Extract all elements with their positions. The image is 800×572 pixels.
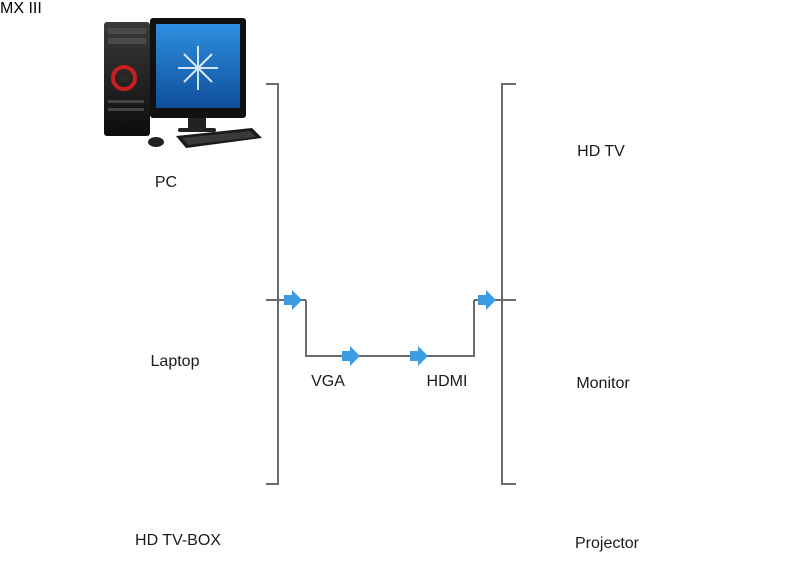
connector-label-hdmi: HDMI — [426, 373, 468, 390]
device-label-hdtv: HD TV — [577, 143, 625, 160]
tv-box-icon: MX III — [0, 0, 42, 17]
adapter-loop — [305, 300, 475, 357]
device-label-projector: Projector — [574, 535, 640, 552]
arrow-icon — [342, 346, 360, 366]
connector-label-vga: VGA — [311, 373, 345, 390]
device-label-pc: PC — [154, 174, 178, 191]
arrow-icon — [478, 290, 496, 310]
device-label-laptop: Laptop — [150, 353, 200, 370]
device-label-tv-box: HD TV-BOX — [135, 532, 221, 549]
arrow-icon — [284, 290, 302, 310]
target-bracket — [474, 83, 516, 485]
arrow-icon — [410, 346, 428, 366]
desktop-pc-icon — [104, 18, 262, 148]
device-label-monitor: Monitor — [576, 375, 630, 392]
source-bracket — [266, 83, 306, 485]
tv-box-brand: MX III — [0, 0, 42, 17]
